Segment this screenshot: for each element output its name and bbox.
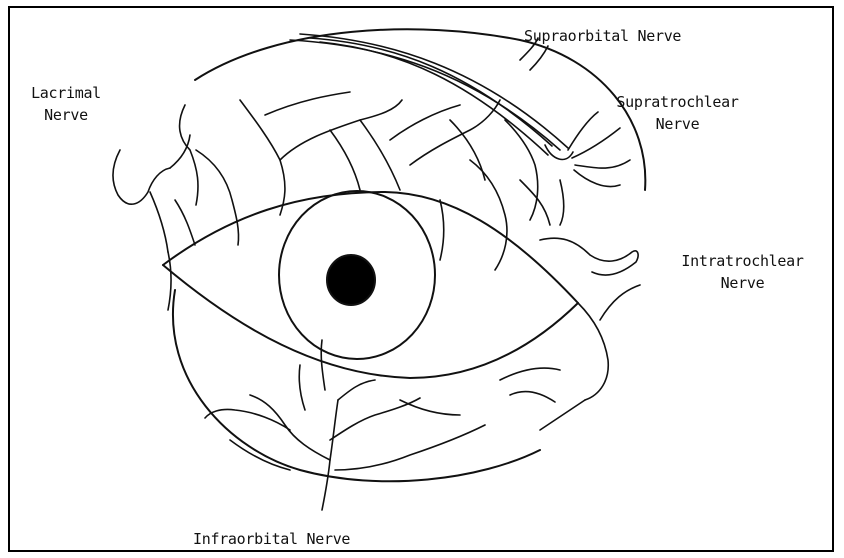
pupil xyxy=(327,255,375,305)
label-supratrochlear-nerve-line2: Nerve xyxy=(610,115,745,134)
label-supraorbital-nerve: Supraorbital Nerve xyxy=(524,27,681,46)
infraorbital-nerve-branches xyxy=(205,340,485,510)
label-intratrochlear-nerve-line2: Nerve xyxy=(655,274,830,293)
label-lacrimal-nerve-line1: Lacrimal xyxy=(16,84,116,103)
intratrochlear-nerve-branches xyxy=(500,238,640,430)
lacrimal-nerve-branches xyxy=(113,135,195,310)
supraorbital-nerve-bundle xyxy=(290,34,573,159)
label-lacrimal-nerve-line2: Nerve xyxy=(16,106,116,125)
upper-lid-nerve-branches xyxy=(180,92,550,270)
label-infraorbital-nerve: Infraorbital Nerve xyxy=(193,530,350,549)
label-supratrochlear-nerve-line1: Supratrochlear xyxy=(610,93,745,112)
label-intratrochlear-nerve-line1: Intratrochlear xyxy=(655,252,830,271)
